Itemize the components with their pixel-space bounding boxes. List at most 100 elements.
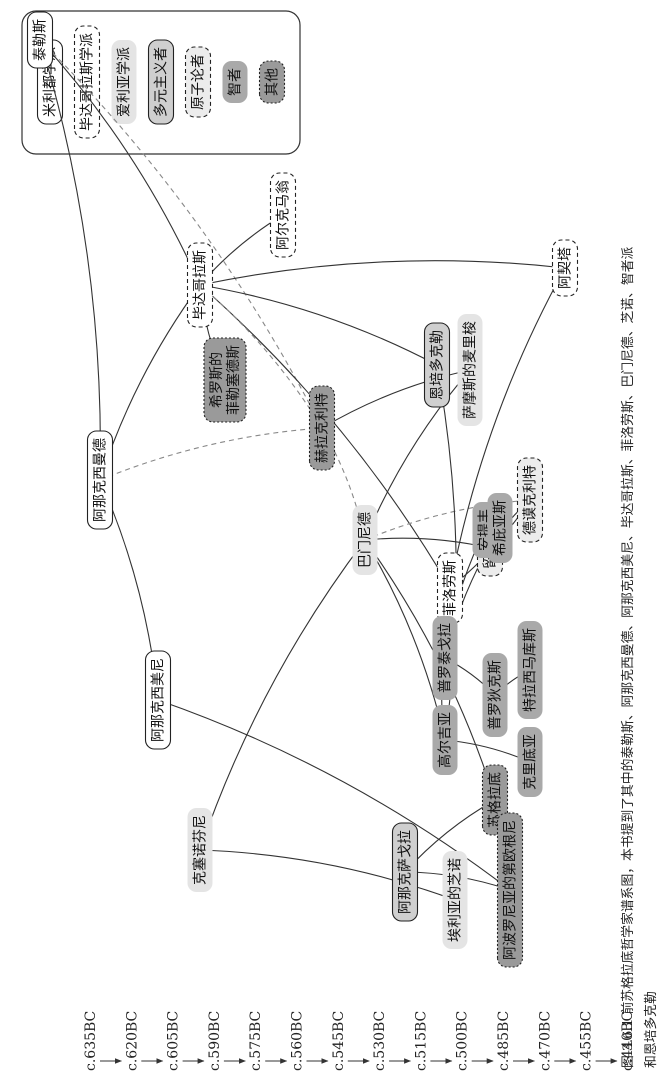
legend-item-eleatic-label: 爱利亚学派 xyxy=(117,47,133,117)
node-melissus-box xyxy=(457,314,483,426)
relation-edge xyxy=(99,284,201,481)
node-empedocles-label: 恩培多克勒 xyxy=(429,330,446,400)
node-pherecydes-label: 菲勒塞德斯 xyxy=(225,345,242,415)
relation-edge xyxy=(199,284,438,366)
node-pherecydes-label: 希罗斯的 xyxy=(209,352,225,408)
node-diogenes-box xyxy=(496,812,524,968)
node-prodicus-box xyxy=(482,653,508,737)
node-zeno: 埃利亚的芝诺 xyxy=(442,851,468,949)
node-alcmaeon-label: 阿尔克马翁 xyxy=(276,180,292,250)
relation-edge xyxy=(199,539,366,851)
node-anaxagoras-label: 阿那克萨戈拉 xyxy=(398,830,414,914)
node-gorgias-box xyxy=(432,705,458,775)
node-heraclitus: 赫拉克利特 xyxy=(308,385,336,471)
node-anaximenes: 阿那克西美尼 xyxy=(144,650,172,750)
legend-item-pluralist: 多元主义者 xyxy=(147,39,175,125)
node-xenophanes-box xyxy=(187,808,213,892)
node-philolaus: 菲洛劳斯 xyxy=(436,552,464,624)
node-protagoras-label: 普罗泰戈拉 xyxy=(438,623,454,693)
node-empedocles: 恩培多克勒 xyxy=(423,322,451,408)
timeline-tick-label: c.575BC xyxy=(248,1011,264,1071)
legend-item-pluralist-box xyxy=(147,39,175,125)
figure-caption-line-1: 图 3.6.1 前苏格拉底哲学家谱系图，本书提到了其中的泰勒斯、阿那克西曼德、阿… xyxy=(621,246,636,1068)
legend-item-sophist-label: 智者 xyxy=(228,68,244,96)
relation-edge xyxy=(199,284,451,589)
relation-edge xyxy=(39,39,104,481)
node-democritus-box xyxy=(516,457,544,543)
node-xenophanes-label: 克塞诺芬尼 xyxy=(192,815,209,885)
timeline: c.635BC c.620BC c.605BC c.590BC c.575BC c.560… xyxy=(83,1011,636,1071)
node-parmenides-box xyxy=(352,505,378,575)
node-anaximander-box xyxy=(86,430,114,530)
timeline-tick-label: c.635BC xyxy=(83,1011,99,1071)
legend-item-pluralist-label: 多元主义者 xyxy=(153,47,170,117)
legend-frame xyxy=(21,10,301,155)
node-protagoras: 普罗泰戈拉 xyxy=(432,616,458,700)
node-hippias: 希庇亚斯 xyxy=(487,493,513,563)
node-philolaus-label: 菲洛劳斯 xyxy=(443,560,459,616)
timeline-tick-label: c.440BC xyxy=(620,1011,636,1071)
node-melissus-label: 萨摩斯的麦里梭 xyxy=(462,321,479,419)
node-critias-label: 克里底亚 xyxy=(523,734,539,790)
timeline-tick-label: c.530BC xyxy=(372,1011,388,1071)
node-heraclitus-label: 赫拉克利特 xyxy=(315,393,331,463)
relation-edge xyxy=(449,267,566,589)
node-melissus: 萨摩斯的麦里梭 xyxy=(457,314,483,426)
node-thales-label: 泰勒斯 xyxy=(33,19,49,61)
node-pherecydes: 希罗斯的菲勒塞德斯 xyxy=(203,337,247,423)
node-anaximander-label: 阿那克西曼德 xyxy=(93,438,109,522)
node-anaxagoras: 阿那克萨戈拉 xyxy=(391,822,419,922)
timeline-tick-label: c.500BC xyxy=(455,1011,471,1071)
legend-item-pythagorean-label: 毕达哥拉斯学派 xyxy=(80,33,96,131)
node-empedocles-box xyxy=(423,322,451,408)
node-archytas-box xyxy=(551,239,579,297)
node-pythagoras: 毕达哥拉斯 xyxy=(186,242,214,328)
timeline-tick-label: c.485BC xyxy=(496,1011,512,1071)
timeline-tick-label: c.590BC xyxy=(207,1011,223,1071)
node-gorgias: 高尔吉亚 xyxy=(432,705,458,775)
node-anaximenes-box xyxy=(144,650,172,750)
node-democritus-label: 德谟克利特 xyxy=(523,465,539,535)
timeline-tick-label: c.545BC xyxy=(331,1011,347,1071)
node-prodicus-label: 普罗狄克斯 xyxy=(488,660,504,730)
node-thrasymachus-label: 特拉西马库斯 xyxy=(523,628,539,712)
node-heraclitus-box xyxy=(308,385,336,471)
timeline-tick-label: c.470BC xyxy=(537,1011,553,1071)
relation-edge xyxy=(444,739,531,763)
node-xenophanes: 克塞诺芬尼 xyxy=(187,808,213,892)
relation-edge xyxy=(364,539,496,801)
node-protagoras-box xyxy=(432,616,458,700)
timeline-tick-label: c.605BC xyxy=(166,1011,182,1071)
legend-item-pythagorean: 毕达哥拉斯学派 xyxy=(73,25,101,139)
node-archytas: 阿契塔 xyxy=(551,239,579,297)
timeline-tick-label: c.620BC xyxy=(124,1011,140,1071)
node-alcmaeon: 阿尔克马翁 xyxy=(269,172,297,258)
legend-item-sophist-box xyxy=(222,61,248,103)
node-pythagoras-box xyxy=(186,242,214,328)
node-anaximenes-label: 阿那克西美尼 xyxy=(151,658,167,742)
node-thrasymachus: 特拉西马库斯 xyxy=(517,621,543,719)
node-pherecydes-box xyxy=(203,337,247,423)
node-critias-box xyxy=(517,727,543,797)
relation-edge xyxy=(199,849,456,901)
legend-item-other: 其他 xyxy=(258,60,286,104)
legend-item-atomist: 原子论者 xyxy=(184,46,212,118)
legend-item-atomist-box xyxy=(184,46,212,118)
legend-item-atomist-label: 原子论者 xyxy=(191,54,207,110)
relation-edge xyxy=(39,39,323,429)
node-prodicus: 普罗狄克斯 xyxy=(482,653,508,737)
legend-item-eleatic: 爱利亚学派 xyxy=(111,40,137,124)
legend: 米利都学派毕达哥拉斯学派爱利亚学派多元主义者原子论者智者其他 xyxy=(21,10,301,155)
timeline-tick-label: c.560BC xyxy=(290,1011,306,1071)
node-gorgias-label: 高尔吉亚 xyxy=(437,712,454,768)
timeline-tick-label: c.455BC xyxy=(579,1011,595,1071)
relation-edge xyxy=(39,39,201,286)
node-hippias-label: 希庇亚斯 xyxy=(493,500,509,556)
node-parmenides-label: 巴门尼德 xyxy=(358,512,374,568)
node-alcmaeon-box xyxy=(269,172,297,258)
node-diogenes: 阿波罗尼亚的第欧根尼 xyxy=(496,812,524,968)
relation-edge xyxy=(321,368,471,429)
node-thales: 泰勒斯 xyxy=(26,11,54,69)
node-parmenides: 巴门尼德 xyxy=(352,505,378,575)
